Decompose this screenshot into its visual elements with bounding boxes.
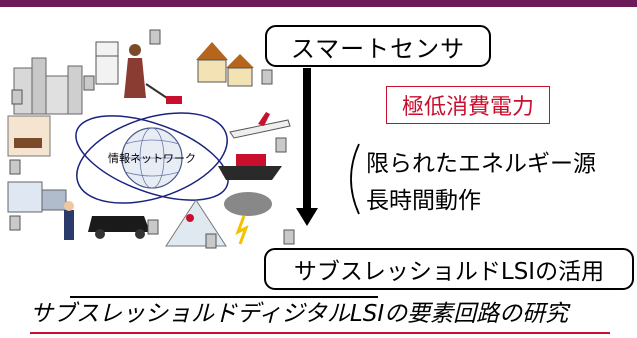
flow-arrow-head: [296, 208, 318, 226]
flow-arrow: [303, 68, 311, 210]
airplane-icon: [229, 112, 291, 139]
police-icon: [64, 201, 74, 240]
subthreshold-lsi-box: サブスレッショルドLSIの活用: [264, 248, 634, 290]
houses-icon: [196, 42, 254, 87]
top-bar: [0, 0, 637, 7]
refrigerator-icon: [95, 41, 119, 85]
network-illustration: 情報ネットワーク: [7, 29, 295, 249]
office-icon: [7, 181, 67, 213]
bracket-icon: [350, 143, 360, 215]
condition-limited-energy: 限られたエネルギー源: [366, 151, 596, 177]
vacuum-person-icon: [124, 44, 182, 104]
network-label: 情報ネットワーク: [108, 152, 196, 165]
buildings-icon: [13, 57, 83, 115]
climber-icon: [165, 199, 227, 247]
title-overline: [70, 296, 378, 298]
title-underline: [30, 332, 610, 334]
smart-sensor-box: スマートセンサ: [265, 25, 491, 67]
living-room-icon: [7, 115, 51, 157]
globe-icon: [121, 127, 183, 189]
storm-icon: [224, 192, 272, 245]
low-power-box: 極低消費電力: [386, 86, 550, 124]
condition-long-operation: 長時間動作: [366, 188, 481, 214]
car-icon: [88, 216, 150, 239]
research-title: サブスレッショルドディジタルLSIの要素回路の研究: [30, 301, 569, 327]
sensor-node-icons: [9, 29, 295, 249]
ship-icon: [218, 154, 282, 180]
